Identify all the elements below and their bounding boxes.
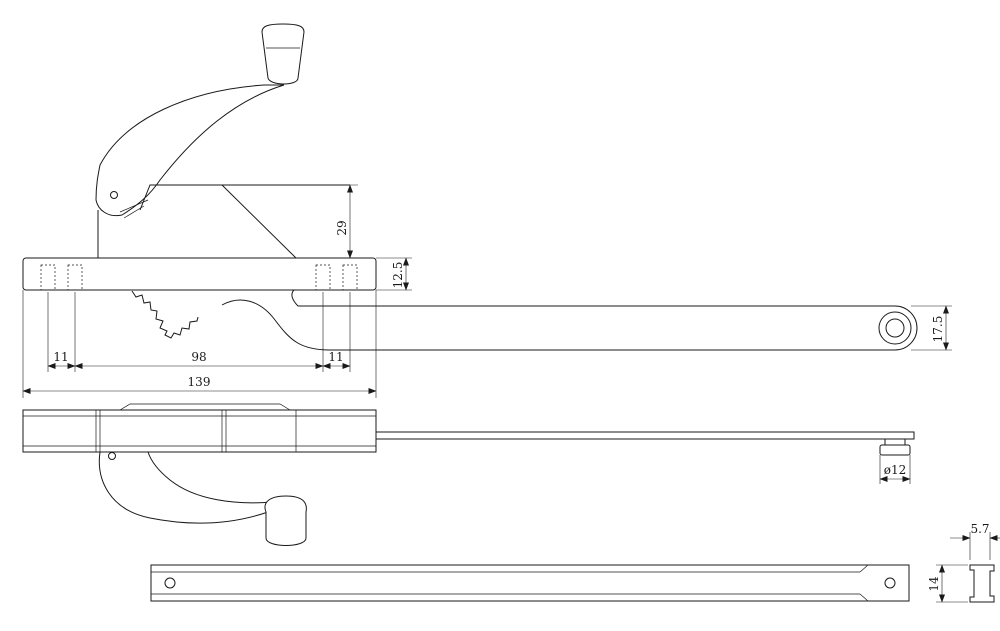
dim-11-left: 11 [53, 350, 68, 364]
arm-pivot-inner [885, 318, 905, 338]
crank-pivot [110, 191, 118, 199]
folded-handle [98, 451, 273, 524]
dim-17-5: 17.5 [931, 316, 945, 343]
dim-139: 139 [188, 375, 211, 389]
roller [884, 438, 906, 446]
crank-knob [261, 23, 305, 85]
gear-segment [131, 290, 199, 339]
arm-top [375, 431, 915, 440]
base-plate [22, 257, 377, 291]
dim-98: 98 [191, 350, 206, 364]
track-view: 5.7 14 [150, 522, 1000, 603]
track-channel [150, 564, 910, 602]
track-hole-left [164, 577, 176, 589]
dim-29: 29 [335, 220, 349, 235]
front-view: 29 12.5 17.5 11 98 11 139 [22, 23, 952, 398]
dim-11-right: 11 [328, 350, 343, 364]
top-view: ø12 [22, 403, 915, 546]
dim-roller-dia: ø12 [884, 463, 907, 477]
dim-5-7: 5.7 [970, 522, 989, 536]
channel-profile [969, 564, 995, 603]
track-hole-right [884, 577, 896, 589]
arm-pivot-outer [878, 311, 912, 345]
dim-14: 14 [927, 576, 941, 592]
housing-top [22, 409, 377, 453]
dim-12-5: 12.5 [391, 262, 405, 289]
crank-handle [95, 84, 285, 217]
operator-arm [221, 289, 918, 351]
folded-knob [264, 495, 307, 546]
